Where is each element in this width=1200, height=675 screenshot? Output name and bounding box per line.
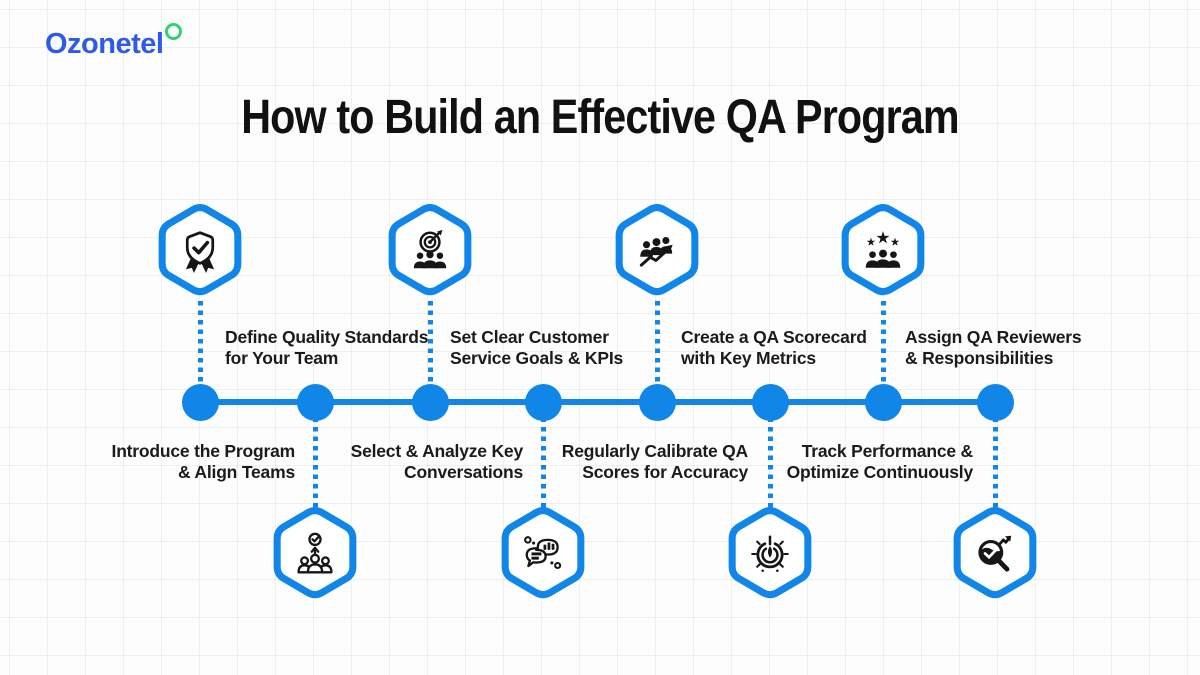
brand-logo: Ozonetel [45,23,183,60]
timeline-dot [525,384,562,421]
timeline-dot [752,384,789,421]
step-label-analyze-conversations: Select & Analyze Key Conversations [350,441,524,483]
timeline-dot [639,384,676,421]
step-hex-qa-reviewers [839,201,927,300]
step-label-introduce-program: Introduce the Program & Align Teams [111,441,296,483]
timeline-dot [412,384,449,421]
team-star-rating-icon [865,231,901,268]
page-title: How to Build an Effective QA Program [241,91,959,144]
step-label-qa-reviewers: Assign QA Reviewers & Responsibilities [905,327,1082,369]
conversation-analytics-icon [524,536,562,570]
timeline-dot [977,384,1014,421]
brand-logo-ring-icon [165,23,183,40]
timeline-dot [865,384,902,421]
connector-dotted-line [541,408,546,508]
step-label-define-standards: Define Quality Standards for Your Team [225,327,429,369]
connector-dotted-line [881,301,886,396]
timeline-dot [297,384,334,421]
step-hex-calibrate-scores [726,504,814,603]
connector-dotted-line [768,408,773,508]
step-hex-define-standards [156,201,244,300]
team-alignment-check-icon [297,532,333,574]
step-label-qa-scorecard: Create a QA Scorecard with Key Metrics [681,327,867,369]
timeline-dot [182,384,219,421]
step-hex-qa-scorecard [613,201,701,300]
step-label-service-goals: Set Clear Customer Service Goals & KPIs [450,327,624,369]
team-growth-chart-icon [639,236,673,267]
calibration-dial-icon [751,535,789,572]
connector-dotted-line [198,301,203,396]
timeline-line [200,399,995,405]
step-hex-introduce-program [271,504,359,603]
shield-check-badge-icon [185,231,215,273]
connector-dotted-line [313,408,318,508]
target-audience-icon [413,229,447,269]
hexagon-frame [841,204,925,296]
connector-dotted-line [993,408,998,508]
step-label-track-performance: Track Performance & Optimize Continuousl… [786,441,974,483]
step-hex-track-performance [951,504,1039,603]
search-performance-icon [978,535,1012,572]
step-hex-analyze-conversations [499,504,587,603]
connector-dotted-line [655,301,660,396]
brand-logo-text: Ozonetel [45,28,164,60]
connector-dotted-line [428,301,433,396]
step-label-calibrate-scores: Regularly Calibrate QA Scores for Accura… [561,441,748,483]
step-hex-service-goals [386,201,474,300]
